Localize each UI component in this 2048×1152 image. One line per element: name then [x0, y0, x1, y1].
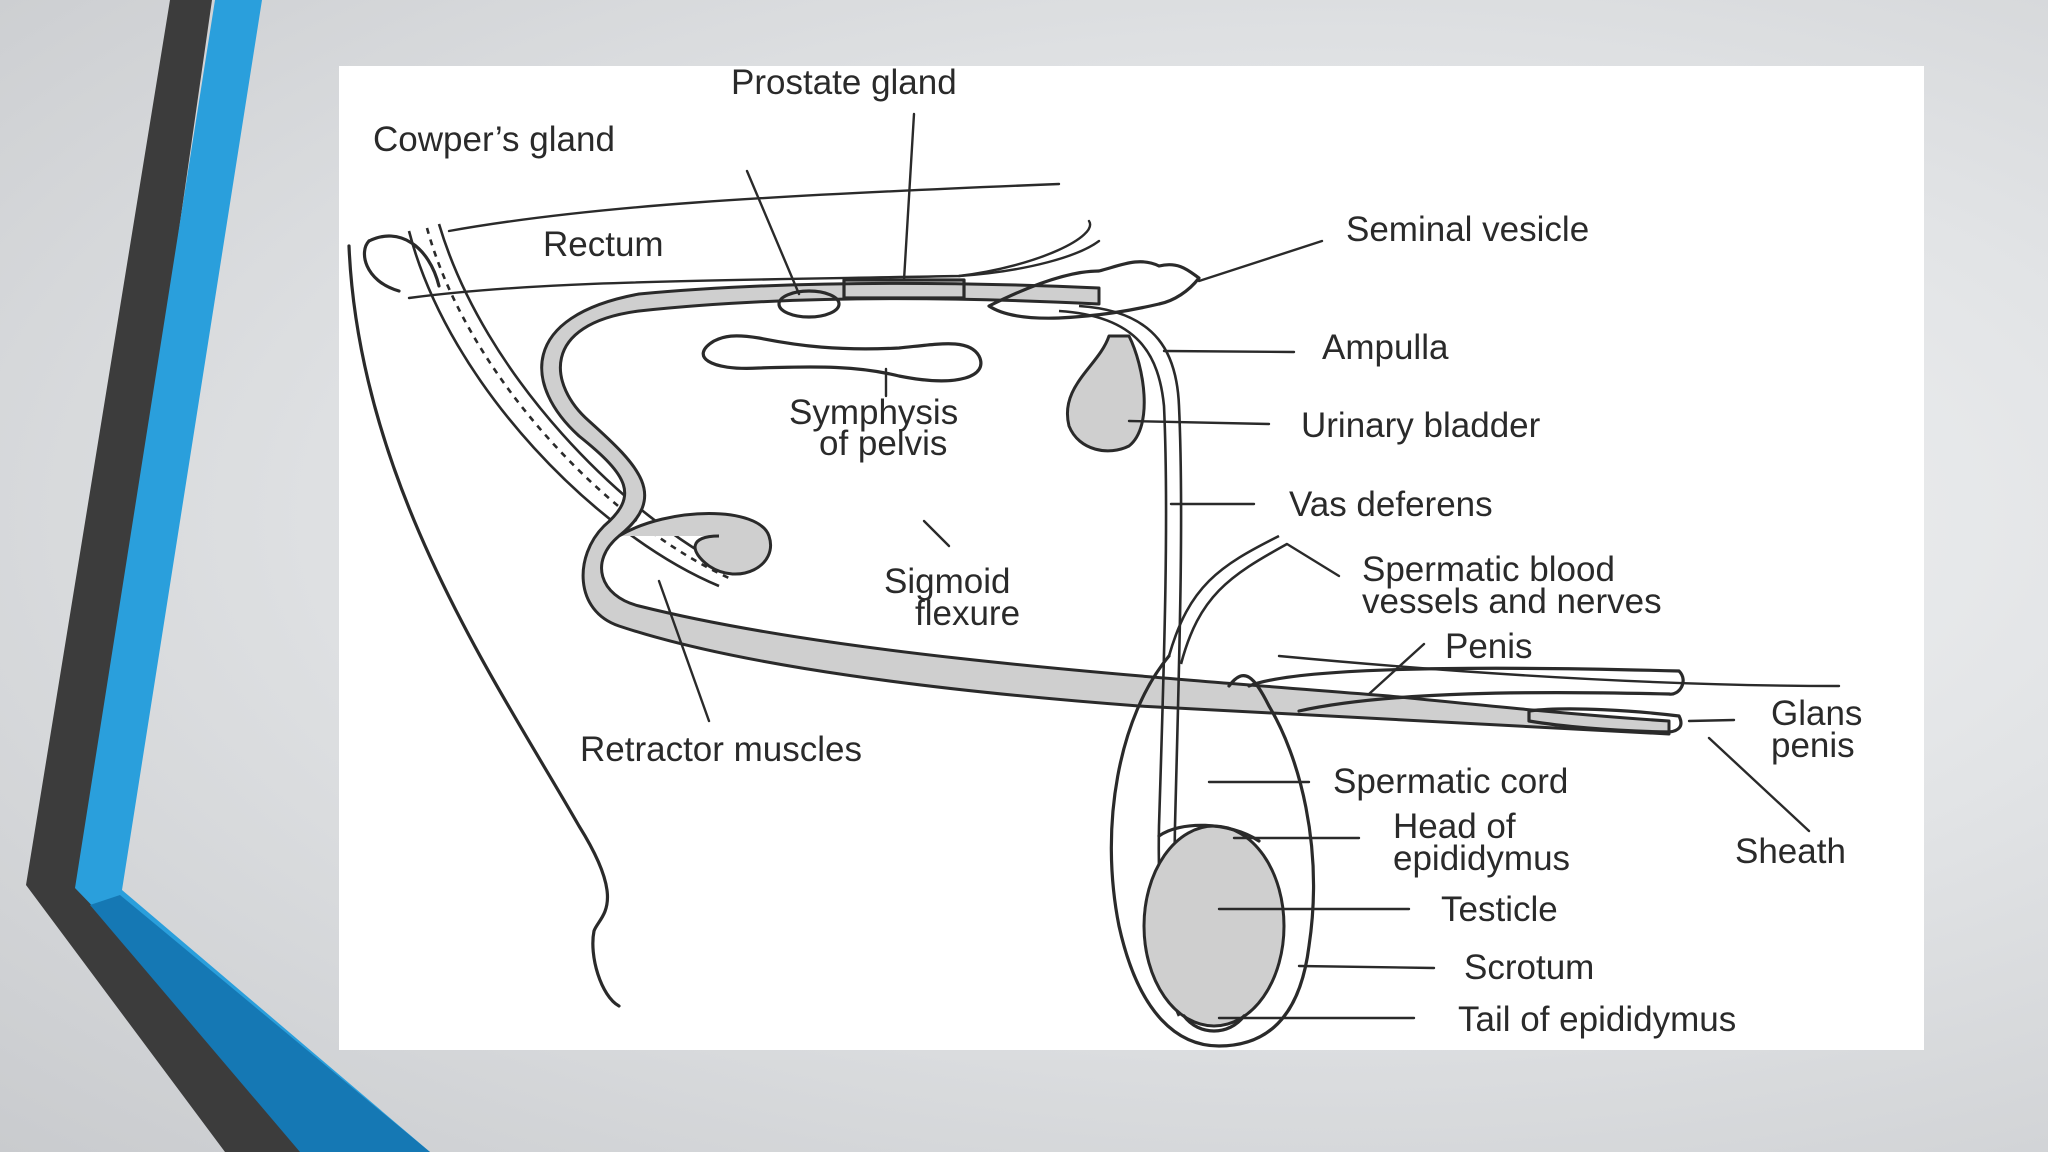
spermatic-blood-vessels-2: [1179, 542, 1288, 665]
testicle: [1142, 824, 1286, 1028]
scrotum-outline: [1109, 654, 1316, 1048]
head-of-epididymus: [1157, 823, 1261, 843]
cowpers-gland: [777, 289, 841, 319]
label-tail-of-epididymus: Tail of epididymus: [1458, 1000, 1736, 1039]
blue-accent-stripe: [75, 0, 430, 1152]
sheath-outline: [1247, 666, 1685, 713]
rectum-upper-wall: [447, 182, 1061, 233]
label-testicle: Testicle: [1441, 890, 1558, 929]
leader-scrotum: [1297, 964, 1436, 970]
label-scrotum: Scrotum: [1464, 948, 1594, 987]
leader-seminal-vesicle: [1197, 239, 1324, 283]
label-sigmoid-line1: Sigmoid: [884, 562, 1010, 601]
anatomy-diagram-panel: Prostate gland Cowper’s gland Rectum Sem…: [339, 66, 1924, 1050]
leader-cowpers: [745, 169, 801, 296]
leader-ampulla: [1162, 349, 1296, 354]
label-seminal-vesicle: Seminal vesicle: [1346, 210, 1589, 249]
label-glans-line1: Glans: [1771, 694, 1862, 733]
bull-reproductive-tract-diagram: Prostate gland Cowper’s gland Rectum Sem…: [347, 66, 1862, 1048]
body-outline: [347, 244, 621, 1008]
dark-blue-accent-wedge: [90, 895, 430, 1152]
label-rectum: Rectum: [543, 225, 664, 264]
tail-of-epididymus: [1182, 1014, 1246, 1033]
label-ampulla: Ampulla: [1322, 328, 1449, 367]
sigmoid-flexure: [618, 512, 773, 576]
leader-retractor: [657, 579, 711, 723]
label-retractor-muscles: Retractor muscles: [580, 730, 862, 769]
label-sigmoid-line2: flexure: [915, 594, 1020, 633]
label-head-of-epididymus-line2: epididymus: [1393, 839, 1570, 878]
label-symphysis-line1: Symphysis: [789, 393, 958, 432]
leader-spermatic-blood: [1285, 542, 1341, 578]
label-penis: Penis: [1445, 627, 1533, 666]
prepuce-line: [1277, 654, 1841, 688]
label-prostate-gland: Prostate gland: [731, 66, 957, 102]
leader-sigmoid: [922, 519, 951, 548]
leader-urinary-bladder: [1127, 419, 1271, 426]
label-spermatic-blood-line2: vessels and nerves: [1362, 582, 1662, 621]
label-head-of-epididymus-line1: Head of: [1393, 807, 1516, 846]
label-cowpers-gland: Cowper’s gland: [373, 120, 615, 159]
symphysis-of-pelvis: [701, 334, 983, 383]
label-urinary-bladder: Urinary bladder: [1301, 406, 1541, 445]
spermatic-blood-vessels: [1167, 534, 1280, 657]
label-sheath: Sheath: [1735, 832, 1846, 871]
urinary-bladder: [1065, 334, 1146, 453]
dark-accent-stripe: [26, 0, 310, 1152]
label-symphysis-line2: of pelvis: [819, 424, 947, 463]
label-glans-line2: penis: [1771, 726, 1855, 765]
retractor-muscle-line-3: [437, 223, 735, 573]
label-vas-deferens: Vas deferens: [1289, 485, 1493, 524]
glans-penis: [1527, 707, 1683, 734]
pelvic-loop: [362, 239, 401, 293]
label-spermatic-cord: Spermatic cord: [1333, 762, 1568, 801]
label-spermatic-blood-line1: Spermatic blood: [1362, 550, 1615, 589]
seminal-vesicle: [987, 260, 1201, 320]
leader-penis: [1367, 642, 1426, 696]
leader-sheath: [1707, 736, 1811, 833]
rectum-lower-wall: [407, 219, 1092, 300]
retractor-muscle-line-1: [407, 230, 720, 588]
pelvic-loop-outer: [367, 234, 441, 288]
rectum-lower-wall-2: [957, 239, 1101, 278]
leader-prostate: [902, 112, 916, 282]
leader-glans: [1687, 718, 1736, 723]
